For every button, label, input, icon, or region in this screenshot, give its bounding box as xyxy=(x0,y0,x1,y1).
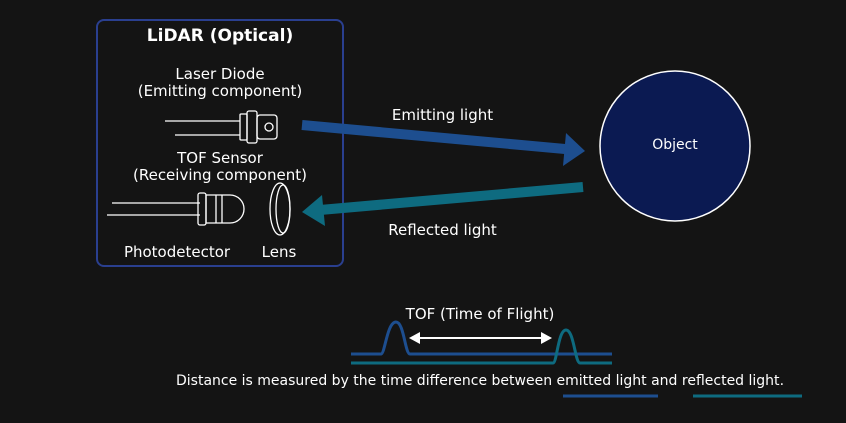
tof-sensor-label: TOF Sensor xyxy=(177,149,263,167)
laser-diode-icon xyxy=(165,110,278,144)
lidar-title: LiDAR (Optical) xyxy=(146,26,294,46)
reflected-light-label: Reflected light xyxy=(388,221,497,239)
reflected-waveform xyxy=(351,328,612,365)
caption-prefix: Distance is measured by the time differe… xyxy=(175,373,557,389)
tof-sensor-sub-label: (Receiving component) xyxy=(132,166,308,184)
emitting-light-arrow xyxy=(301,120,585,166)
tof-label: TOF (Time of Flight) xyxy=(405,305,555,323)
object-label: Object xyxy=(652,137,698,153)
reflected-light-arrow xyxy=(302,182,584,226)
lens-icon xyxy=(269,182,291,236)
lidar-panel xyxy=(96,19,344,267)
lens-label: Lens xyxy=(261,243,297,261)
caption-emitted: emitted light xyxy=(556,373,647,389)
caption-and: and xyxy=(646,373,682,389)
emitting-light-label: Emitting light xyxy=(391,106,494,124)
laser-diode-sub-label: (Emitting component) xyxy=(137,82,303,100)
emitted-waveform xyxy=(351,320,612,356)
caption-reflected: reflected light xyxy=(681,373,780,389)
photodetector-icon xyxy=(107,192,245,226)
photodetector-label: Photodetector xyxy=(123,243,231,261)
caption: Distance is measured by the time differe… xyxy=(140,373,820,389)
object-circle xyxy=(599,70,751,222)
laser-diode-label: Laser Diode xyxy=(175,65,265,83)
caption-end: . xyxy=(779,373,785,389)
tof-double-arrow xyxy=(409,332,552,344)
